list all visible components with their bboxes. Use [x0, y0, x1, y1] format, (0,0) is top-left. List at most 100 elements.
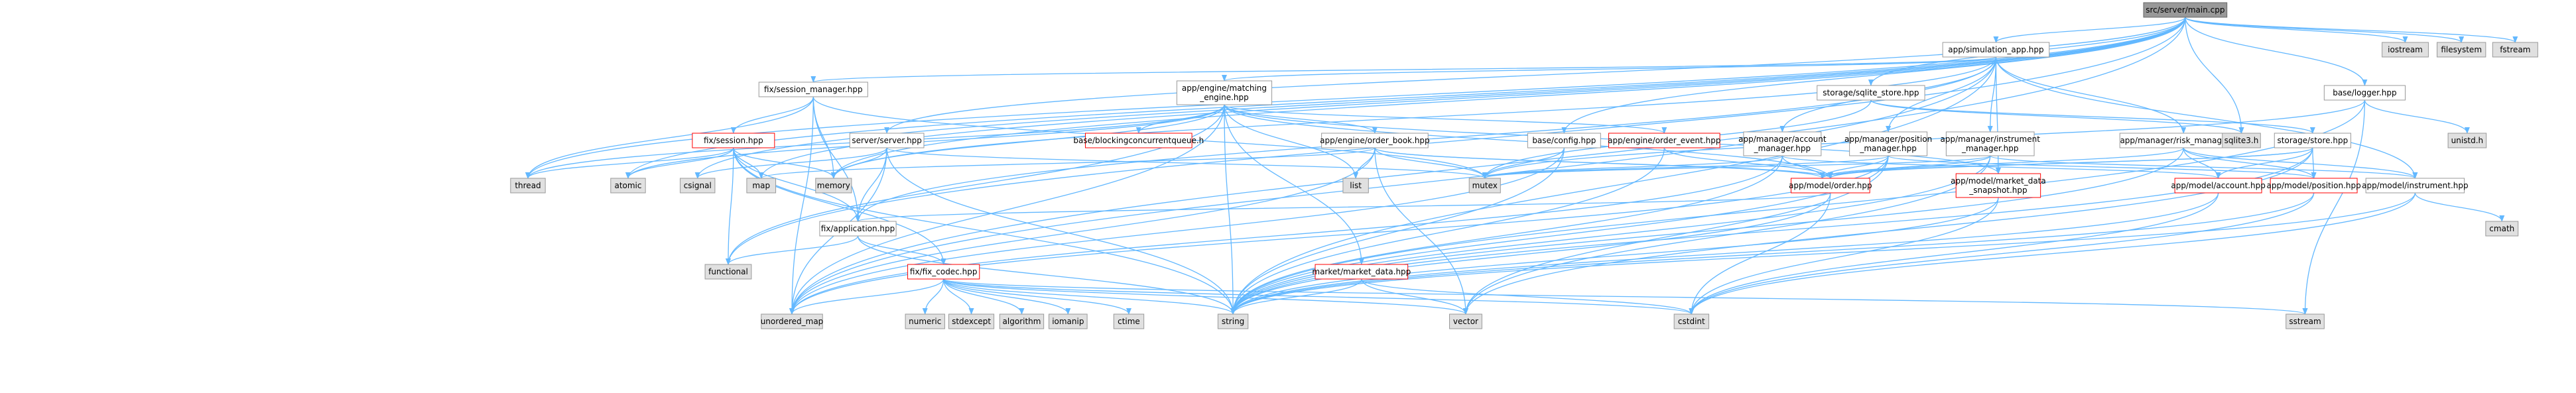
node-label: _engine.hpp [1199, 93, 1249, 102]
node-label: iostream [2388, 45, 2423, 54]
node-label: map [752, 181, 770, 190]
edge-orderbook-optional [1374, 147, 1825, 179]
edge-logger-unistd [2364, 99, 2470, 134]
node-logger[interactable]: base/logger.hpp [2323, 85, 2406, 101]
edge-main-iostream [2185, 17, 2408, 43]
edge-orderevent-string [1230, 147, 1665, 315]
node-label: csignal [684, 181, 712, 190]
node-box [680, 178, 716, 194]
edge-account-cstdint [1689, 192, 2219, 315]
edge-config-unordered_map [789, 147, 1565, 315]
edge-orderbook-mutex [1374, 147, 1488, 179]
node-main[interactable]: src/server/main.cpp [2143, 2, 2228, 18]
node-box [2485, 221, 2519, 237]
node-server[interactable]: server/server.hpp [849, 133, 925, 148]
node-string: string [1217, 313, 1249, 329]
edge-fixcodec-iomanip [943, 278, 1071, 315]
edge-marketdata-string [1230, 278, 1362, 315]
edge-instmgr-string [1230, 155, 1991, 315]
edge-accmgr-account [1781, 155, 2221, 179]
node-cmath: cmath [2485, 221, 2519, 237]
node-box [1790, 178, 1870, 194]
node-marketdata[interactable]: market/market_data.hpp [1312, 264, 1411, 280]
node-label: sqlite3.h [2224, 136, 2259, 145]
node-position[interactable]: app/model/position.hpp [2267, 178, 2361, 194]
node-filesystem: filesystem [2437, 42, 2486, 58]
edge-orderbook-vector [1374, 147, 1468, 315]
edge-accmgr-unordered_map [789, 155, 1783, 315]
node-label: app/simulation_app.hpp [1948, 45, 2043, 54]
node-bq[interactable]: base/blockingconcurrentqueue.h [1073, 133, 1204, 148]
node-box [815, 178, 852, 194]
edge-riskmgr-position [2183, 147, 2317, 179]
node-box [1608, 133, 1720, 148]
node-fixcodec[interactable]: fix/fix_codec.hpp [907, 264, 980, 280]
node-label: app/engine/order_event.hpp [1608, 136, 1720, 145]
edge-fixsession-fixcodec [733, 147, 946, 265]
edge-fixapp-fixcodec [857, 235, 946, 265]
node-fixapp[interactable]: fix/application.hpp [819, 221, 897, 237]
node-label: market/market_data.hpp [1312, 267, 1411, 276]
node-box [849, 133, 925, 148]
node-box [610, 178, 646, 194]
node-label: base/config.hpp [1532, 136, 1596, 145]
node-orderbook[interactable]: app/engine/order_book.hpp [1320, 133, 1430, 148]
node-fstream: fstream [2492, 42, 2538, 58]
node-orderevent[interactable]: app/engine/order_event.hpp [1608, 133, 1721, 148]
node-label: storage/sqlite_store.hpp [1823, 88, 1919, 97]
node-fixsm[interactable]: fix/session_manager.hpp [758, 82, 868, 97]
node-box [510, 178, 546, 194]
node-fixsession[interactable]: fix/session.hpp [692, 133, 775, 148]
node-posmgr[interactable]: app/manager/position_manager.hpp [1844, 131, 1932, 156]
node-label: vector [1453, 317, 1478, 326]
node-label: app/model/market_data [1951, 176, 2046, 186]
node-map: map [746, 178, 777, 194]
node-label: src/server/main.cpp [2146, 5, 2224, 15]
edge-mds-cstdint [1689, 197, 1999, 315]
node-store[interactable]: storage/store.hpp [2274, 133, 2351, 148]
node-box [2492, 42, 2538, 58]
node-config[interactable]: base/config.hpp [1527, 133, 1601, 148]
node-instmgr[interactable]: app/manager/instrument_manager.hpp [1940, 131, 2040, 156]
edge-sim-mds [1995, 56, 2001, 174]
node-cstdint: cstdint [1673, 313, 1710, 329]
edge-server-fixapp [855, 147, 887, 222]
node-box [999, 313, 1045, 329]
node-box [1049, 313, 1088, 329]
node-label: fstream [2500, 45, 2530, 54]
edge-fixcodec-vector [943, 278, 1468, 315]
edge-main-sqlite3 [2185, 17, 2244, 134]
node-box [1527, 133, 1601, 148]
edge-instrument-cstdint [1689, 192, 2416, 315]
edge-marketdata-vector [1361, 278, 1468, 315]
node-label: list [1350, 181, 1362, 190]
node-account[interactable]: app/model/account.hpp [2171, 178, 2266, 194]
node-label: _manager.hpp [1754, 144, 1811, 153]
node-matching[interactable]: app/engine/matching_engine.hpp [1176, 80, 1273, 105]
node-label: fix/session.hpp [704, 136, 763, 145]
node-instrument[interactable]: app/model/instrument.hpp [2362, 178, 2469, 194]
node-sim[interactable]: app/simulation_app.hpp [1942, 42, 2050, 58]
node-label: thread [515, 181, 541, 190]
edge-fixsm-unordered_map [789, 96, 814, 315]
node-label: storage/store.hpp [2278, 136, 2349, 145]
edge-account-string [1230, 192, 2219, 315]
edge-matching-marketdata [1224, 104, 1364, 265]
node-riskmgr[interactable]: app/manager/risk_manager.hpp [2119, 133, 2248, 148]
edge-orderbook-unordered_map [789, 147, 1376, 315]
edge-matching-atomic [625, 104, 1225, 179]
edge-sim-matching [1222, 56, 1997, 82]
node-iomanip: iomanip [1049, 313, 1088, 329]
node-sqlitestore[interactable]: storage/sqlite_store.hpp [1817, 85, 1925, 101]
node-label: iomanip [1052, 317, 1084, 326]
node-label: algorithm [1003, 317, 1041, 326]
node-box [2274, 133, 2351, 148]
node-mds[interactable]: app/model/market_data_snapshot.hpp [1951, 173, 2046, 198]
edge-instmgr-mutex [1482, 155, 1991, 179]
node-box [1315, 264, 1409, 280]
node-accmgr[interactable]: app/manager/account_manager.hpp [1738, 131, 1827, 156]
edge-server-csignal [694, 147, 887, 179]
node-order[interactable]: app/model/order.hpp [1789, 178, 1872, 194]
edge-main-filesystem [2185, 17, 2464, 43]
